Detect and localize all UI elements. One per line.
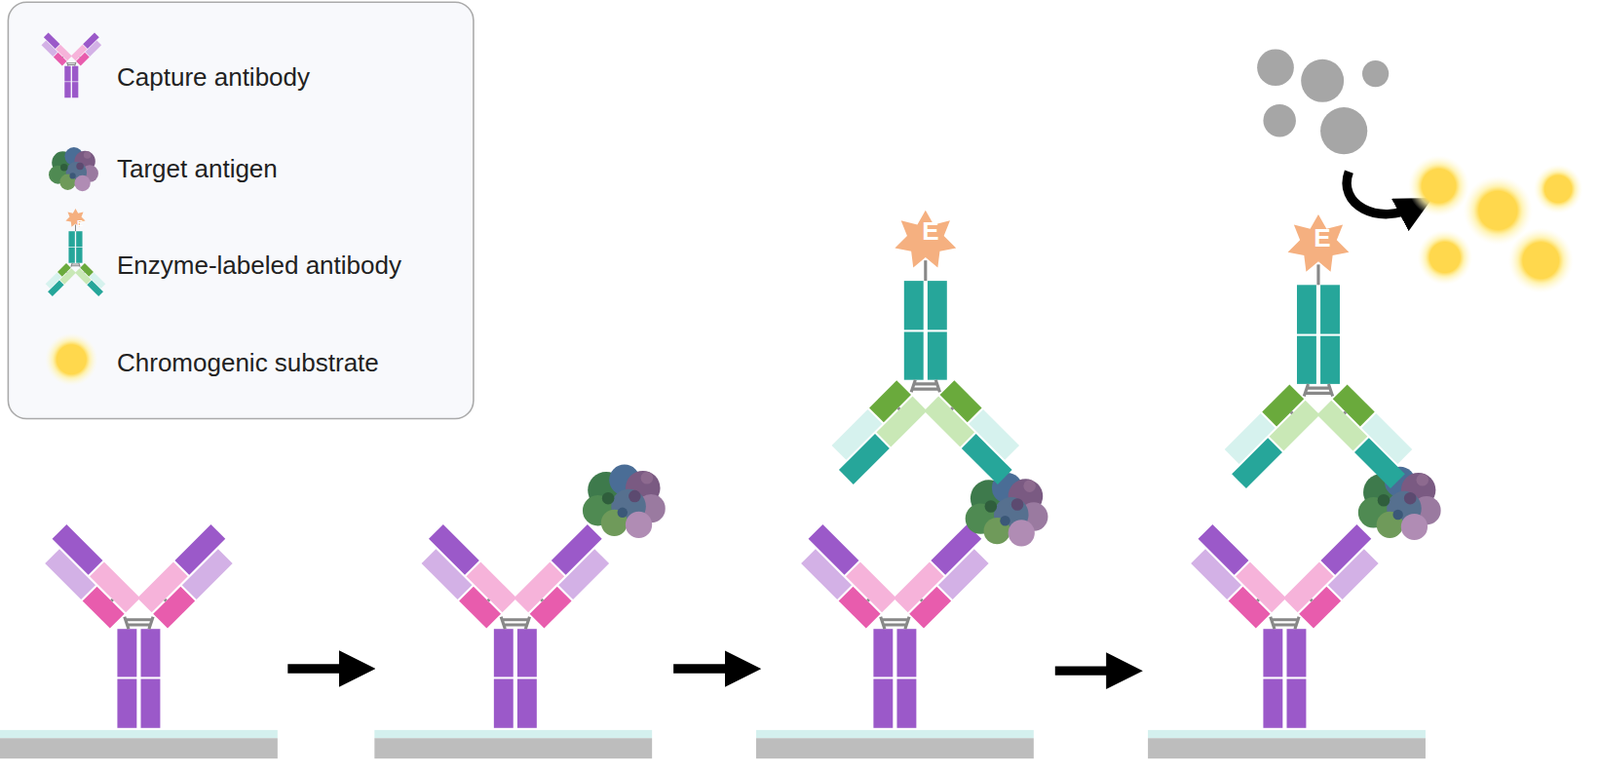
step-arrows bbox=[287, 668, 1125, 671]
legend-enzyme-antibody-icon bbox=[42, 208, 109, 297]
legend-text: Capture antibody bbox=[116, 60, 310, 94]
legend-antigen-icon bbox=[48, 147, 99, 191]
colored-product bbox=[1408, 154, 1583, 293]
enzyme-label: E bbox=[921, 218, 939, 244]
legend-substrate-icon bbox=[44, 333, 98, 386]
legend-text: Chromogenic substrate bbox=[116, 345, 380, 380]
target-antigen bbox=[965, 472, 1049, 546]
capture-antibody bbox=[413, 524, 618, 728]
capture-antibody bbox=[36, 524, 241, 728]
legend-text: Target antigen bbox=[116, 152, 278, 186]
legend-text: Enzyme-labeled antibody bbox=[116, 248, 402, 282]
capture-antibody bbox=[1181, 524, 1387, 728]
legend-capture-icon bbox=[38, 32, 105, 98]
enzyme-labeled-antibody bbox=[823, 210, 1029, 485]
capture-antibody bbox=[792, 524, 997, 728]
reaction-arrow bbox=[1346, 171, 1416, 215]
target-antigen bbox=[582, 464, 666, 538]
substrate-particles bbox=[1257, 48, 1389, 154]
enzyme-label: E bbox=[76, 219, 83, 229]
enzyme-labeled-antibody bbox=[1216, 214, 1421, 489]
legend-panel bbox=[7, 1, 474, 419]
enzyme-label: E bbox=[1313, 225, 1331, 251]
